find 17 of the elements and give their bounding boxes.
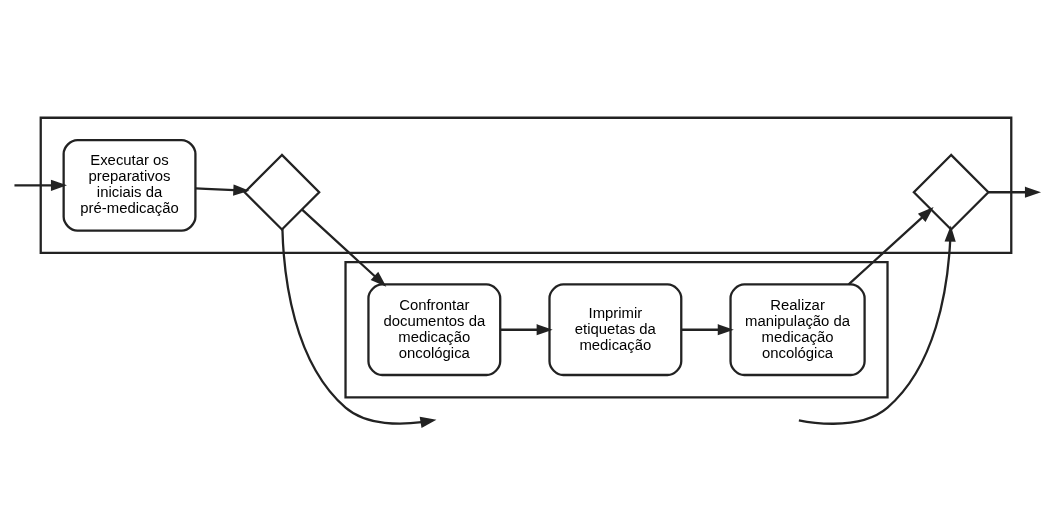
node-box: Realizar manipulação da medicação oncológica [729, 282, 866, 376]
arrow [681, 323, 734, 335]
node-box: Executar os preparativos iniciais da pré-medicação [62, 138, 197, 232]
node-diamond [243, 152, 321, 231]
arrow [195, 183, 250, 196]
arrow [988, 186, 1041, 198]
arrow [798, 225, 956, 425]
arrow [281, 228, 437, 428]
arrow [14, 179, 67, 191]
cluster [344, 260, 889, 398]
arrow [301, 208, 387, 287]
node-box: Imprimir etiquetas da medicação [548, 282, 683, 376]
node-box: Confrontar documentos da medicação oncológica [367, 282, 502, 376]
arrow [500, 323, 553, 335]
node-diamond [912, 152, 990, 231]
arrow [847, 206, 934, 285]
cluster [39, 116, 1013, 254]
